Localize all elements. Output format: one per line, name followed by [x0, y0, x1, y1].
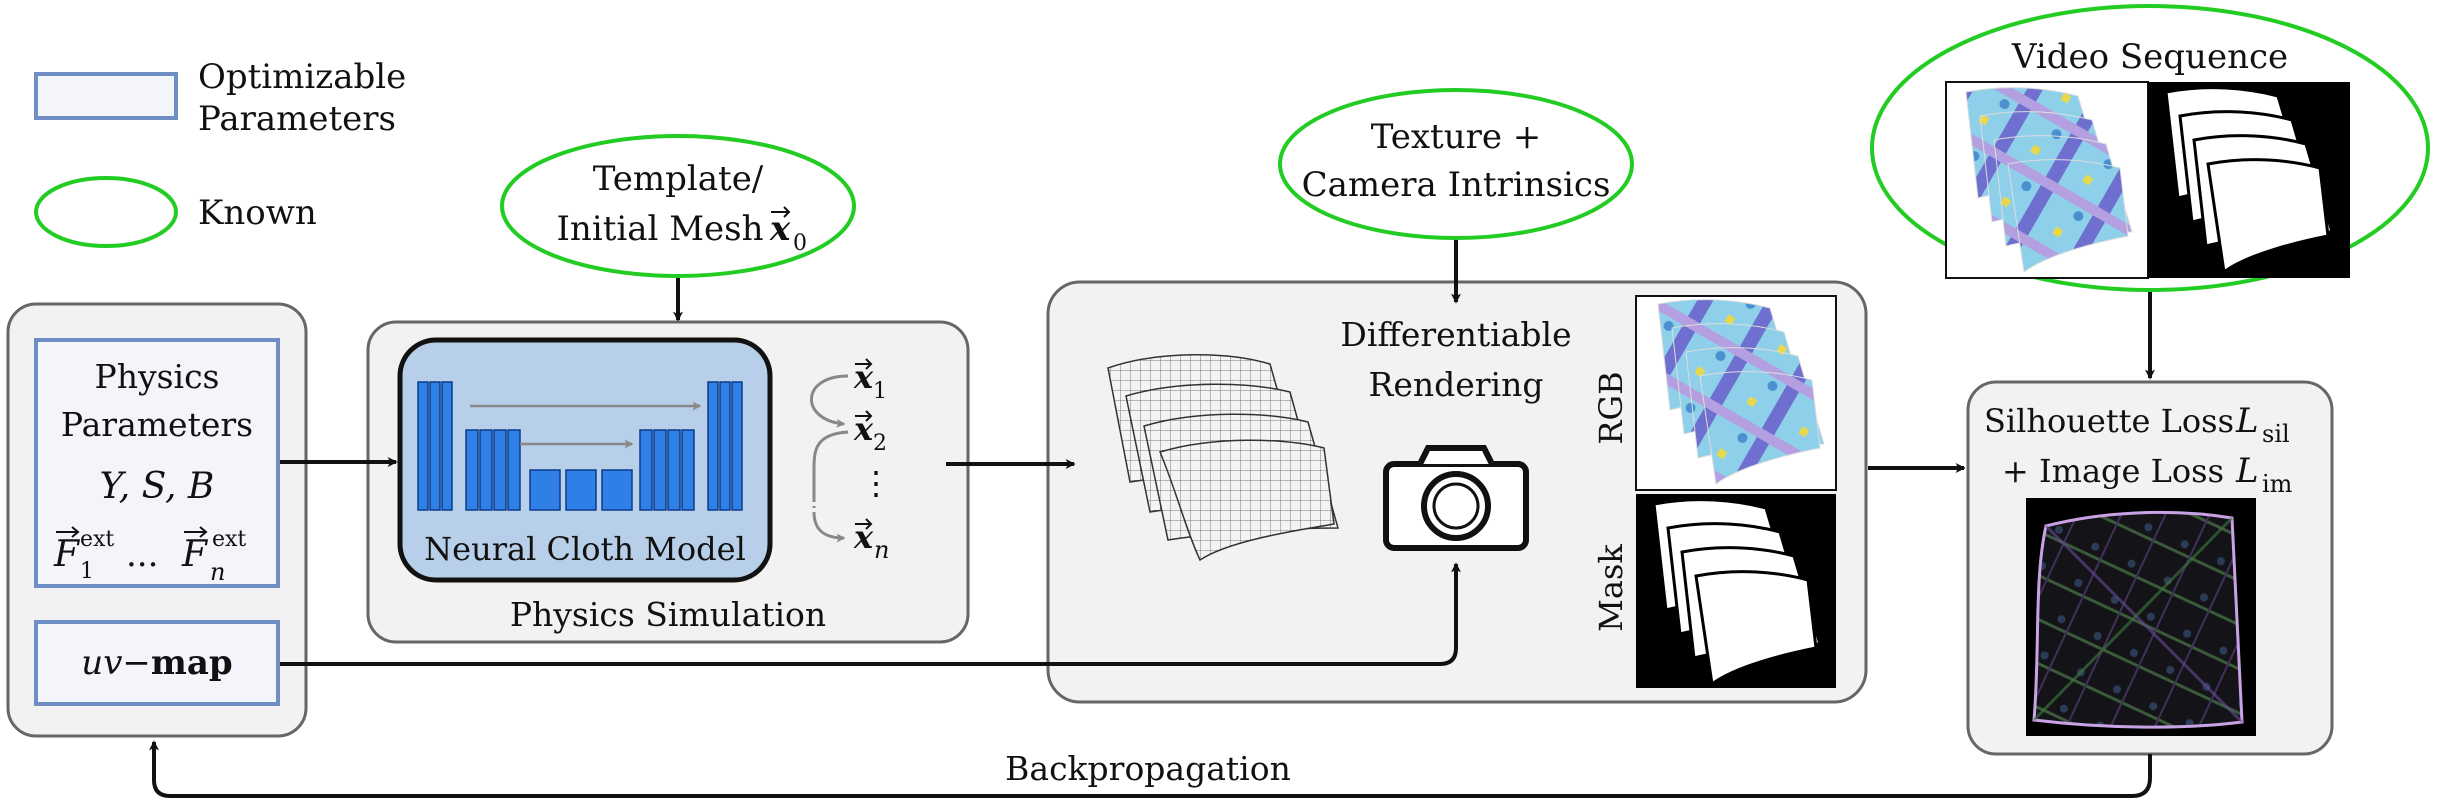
physics-parameters-title-2: Parameters [61, 405, 253, 444]
video-known-node: Video Sequence [1870, 4, 2430, 292]
legend-optimizable-swatch [34, 72, 178, 120]
legend-known-swatch [34, 176, 178, 248]
physics-parameters-title-1: Physics [94, 357, 219, 396]
video-rgb-frame [1945, 81, 2149, 279]
force-last-superscript: ext [212, 527, 246, 552]
svg-text:1: 1 [873, 379, 887, 404]
template-label-1: Template/ [593, 159, 764, 199]
video-sequence-title: Video Sequence [2011, 37, 2288, 77]
physics-simulation-group: Neural Cloth Model Physics Simulation x … [366, 320, 970, 644]
mesh-output-ellipsis: ⋮ [860, 464, 892, 502]
template-mesh-symbol: x [769, 209, 791, 249]
svg-text:2: 2 [873, 431, 887, 456]
svg-text:n: n [874, 536, 889, 564]
template-ellipse [500, 134, 856, 278]
uv-map-dash: − [122, 643, 151, 683]
mesh-output-1: x 1 [853, 358, 887, 404]
sequence-arrow-1 [810, 374, 849, 428]
rgb-label: RGB [1592, 371, 1630, 444]
force-last-subscript: n [210, 558, 225, 586]
video-mask-frame [2148, 82, 2350, 278]
neural-cloth-model-box [397, 337, 773, 583]
texture-known-node: Texture + Camera Intrinsics [1278, 88, 1634, 240]
texture-label-2: Camera Intrinsics [1302, 165, 1611, 205]
image-loss-label: + Image Loss L im [2002, 451, 2293, 498]
template-label-2: Initial Mesh [557, 209, 764, 249]
mesh-output-2: x 2 [853, 410, 887, 456]
uv-map-italic: uv [81, 643, 122, 683]
physics-simulation-caption: Physics Simulation [510, 595, 826, 634]
external-forces: F ext 1 ... F ext n [53, 526, 246, 586]
svg-text:sil: sil [2262, 420, 2290, 448]
legend-known-label: Known [198, 193, 317, 233]
texture-ellipse [1278, 88, 1634, 240]
physics-parameters-box [34, 338, 280, 588]
force-last-symbol: F [181, 534, 209, 575]
mesh-output-n: x n [853, 518, 889, 564]
silhouette-loss-label: Silhouette Loss L sil [1984, 401, 2290, 448]
uv-map-box [34, 620, 280, 706]
skip-connection-arrows [470, 401, 702, 449]
loss-difference-image [2026, 498, 2256, 736]
wireframe-mesh-sequence [1107, 354, 1339, 562]
legend-optimizable-label-2: Parameters [198, 99, 396, 139]
legend-optimizable-label-1: Optimizable [198, 57, 406, 97]
mask-label: Mask [1592, 544, 1630, 632]
force-first-superscript: ext [80, 527, 114, 552]
svg-text:uv−map: uv−map [81, 643, 232, 683]
flow-arrows [149, 240, 2155, 798]
uv-map-label: uv−map [81, 643, 232, 683]
rendering-label-2: Rendering [1369, 365, 1544, 404]
force-first-subscript: 1 [80, 559, 94, 584]
legend: Optimizable Parameters Known [34, 57, 406, 248]
mesh-sequence: x 1 x 2 ⋮ x n [810, 358, 892, 564]
force-dots: ... [126, 535, 158, 575]
loss-group: Silhouette Loss L sil + Image Loss L im [1966, 380, 2334, 756]
svg-text:L: L [2235, 401, 2259, 441]
svg-text:L: L [2235, 451, 2259, 491]
template-mesh-subscript: 0 [793, 231, 807, 256]
mask-render-image [1636, 494, 1836, 688]
camera-icon [1383, 445, 1529, 551]
sequence-arrow-2 [812, 430, 849, 500]
svg-text:+ Image Loss: + Image Loss [2002, 452, 2224, 490]
backpropagation-label: Backpropagation [1005, 749, 1291, 788]
texture-label-1: Texture + [1371, 117, 1542, 157]
physics-parameters-ysb: Y, S, B [100, 466, 215, 507]
uv-map-bold: map [151, 643, 233, 683]
rendering-group: Differentiable Rendering RGB Mask [1046, 280, 1868, 704]
neural-cloth-model-label: Neural Cloth Model [424, 530, 746, 568]
rgb-render-image [1635, 295, 1837, 491]
force-first-symbol: F [53, 534, 81, 575]
svg-text:Silhouette Loss: Silhouette Loss [1984, 402, 2234, 440]
arrow-backpropagation [149, 740, 2152, 798]
unet-architecture-icon [417, 381, 743, 511]
sequence-arrow-3 [812, 511, 846, 543]
arrow-uvmap-to-camera [280, 562, 1461, 666]
parameters-group: Physics Parameters Y, S, B F ext 1 ... F… [6, 302, 308, 738]
svg-text:im: im [2262, 470, 2293, 498]
rendering-label-1: Differentiable [1340, 315, 1571, 354]
template-known-node: Template/ Initial Mesh x 0 [500, 134, 856, 278]
